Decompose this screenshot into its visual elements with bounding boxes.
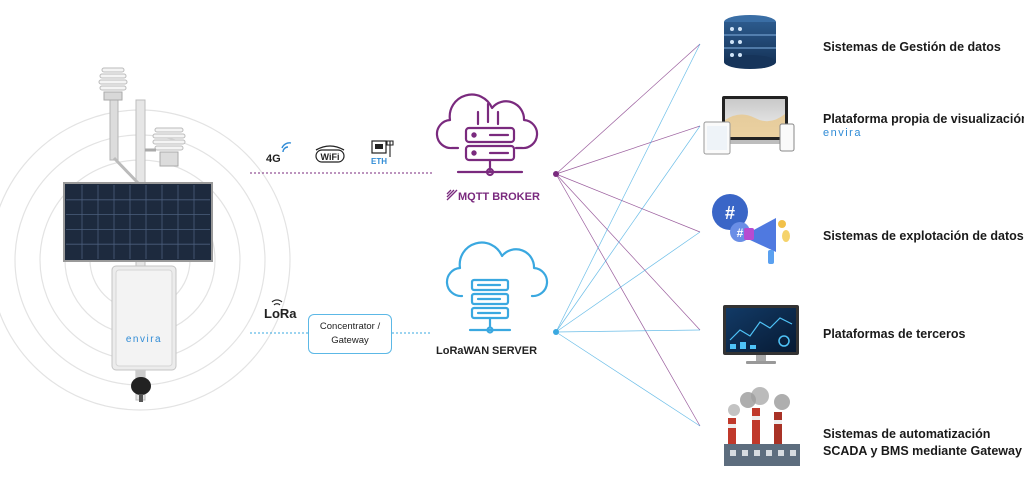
lora-logo: LoRa [264,299,297,321]
lorawan-fan-line-0 [555,43,701,333]
database-icon [724,15,776,69]
envira-sublabel: envira [823,127,862,139]
bottom-sensor [131,370,151,402]
solar-panel [63,182,213,262]
svg-text:#: # [725,203,735,223]
mqtt-broker-label: MQTT BROKER [446,189,540,203]
destination-label-data-exploitation: Sistemas de explotación de datos [823,229,1024,243]
mqtt-broker-cloud-icon [435,93,539,177]
factory-icon [724,387,800,466]
wifi-icon: WiFi [315,145,345,163]
mqtt-fan-line-3 [555,173,701,331]
mqtt-fan-line-2 [555,173,701,233]
gateway-line-2: Gateway [331,335,369,346]
destination-label-automation-line-1: Sistemas de automatización [823,427,991,441]
cellular-4g-icon: 4G [266,142,292,165]
lorawan-server-label: LoRaWAN SERVER [436,345,537,357]
lorawan-fan-line-1 [555,125,701,333]
ethernet-icon: ETH [371,140,394,166]
cellular-label: 4G [266,153,281,165]
weather-station-device: envira [63,67,213,402]
mqtt-fan-line-4 [555,173,701,427]
megaphone-hashtag-icon: # # [712,194,790,264]
lorawan-hub-dot [553,329,559,335]
gateway-line-1: Concentrator / [319,321,381,332]
destination-label-third-party: Plataformas de terceros [823,327,966,341]
radiation-shield-top [98,67,128,101]
lora-label: LoRa [264,306,297,321]
svg-text:#: # [737,226,744,240]
mqtt-fan-line-1 [555,125,701,175]
device-brand: envira [126,334,162,345]
lorawan-fan-line-3 [555,329,701,333]
destination-label-automation-line-2: SCADA y BMS mediante Gateway [823,444,1022,458]
wifi-label: WiFi [321,152,340,162]
monitor-dashboard-icon [723,305,799,364]
destination-label-visualization-platform: Plataforma propia de visualización [823,112,1024,126]
lorawan-server-cloud-icon [445,241,549,334]
radiation-shield-right [145,127,186,167]
ethernet-label: ETH [371,157,387,166]
lorawan-fan-line-2 [555,231,701,333]
destination-label-data-management: Sistemas de Gestión de datos [823,40,1001,54]
mqtt-broker-text: MQTT BROKER [458,191,540,203]
lorawan-server-text: SERVER [492,345,537,357]
enclosure-box: envira [111,265,177,371]
devices-icon [703,96,795,155]
fan-out-lines [555,43,701,427]
concentrator-gateway-box: Concentrator / Gateway [308,314,392,354]
mqtt-hub-dot [553,171,559,177]
lorawan-brand-text: LoRaWAN [436,345,489,357]
mqtt-fan-line-0 [555,43,701,175]
lorawan-fan-line-4 [555,331,701,427]
